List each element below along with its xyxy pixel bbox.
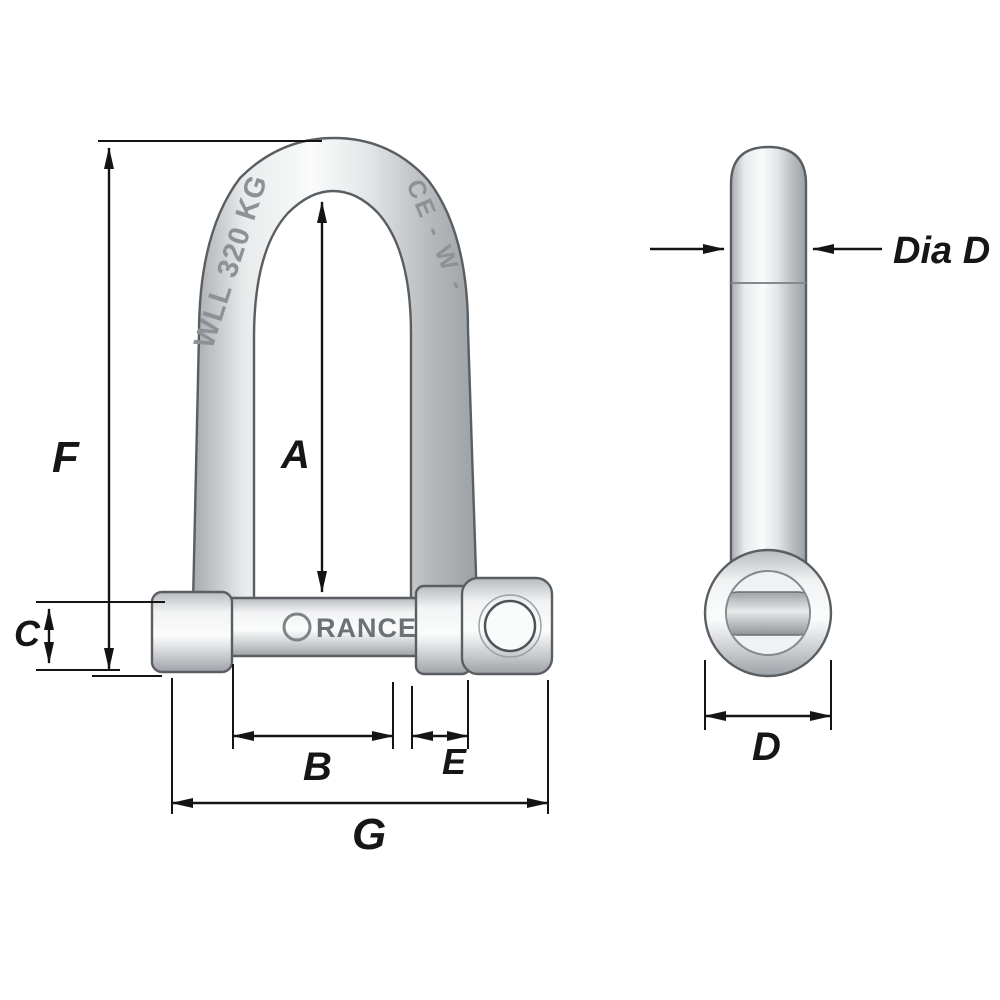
pin-ring-bar <box>727 591 809 636</box>
dimension-annotations: F A C B E G Dia D D <box>14 140 990 859</box>
pin-side-view <box>703 145 833 678</box>
dim-b-label: B <box>303 745 332 789</box>
dim-d-label: D <box>752 725 781 769</box>
dim-f-label: F <box>52 433 80 482</box>
engraving-pin-brand: RANCE <box>316 613 417 643</box>
dim-diad-label: Dia D <box>893 230 990 272</box>
shackle-front-view: WLL 320 KG CE - W - RANCE <box>150 136 554 676</box>
dim-a-label: A <box>280 433 310 477</box>
dim-c-label: C <box>14 613 41 654</box>
brand-logo-icon <box>282 612 312 642</box>
pin-head-eye-rim <box>478 594 542 658</box>
pin-shank <box>729 145 808 572</box>
dim-e-label: E <box>442 741 467 782</box>
dim-g-label: G <box>352 810 386 859</box>
shackle-left-lug <box>150 590 234 674</box>
pin-head-eye <box>483 599 537 653</box>
shackle-bow <box>191 136 479 606</box>
